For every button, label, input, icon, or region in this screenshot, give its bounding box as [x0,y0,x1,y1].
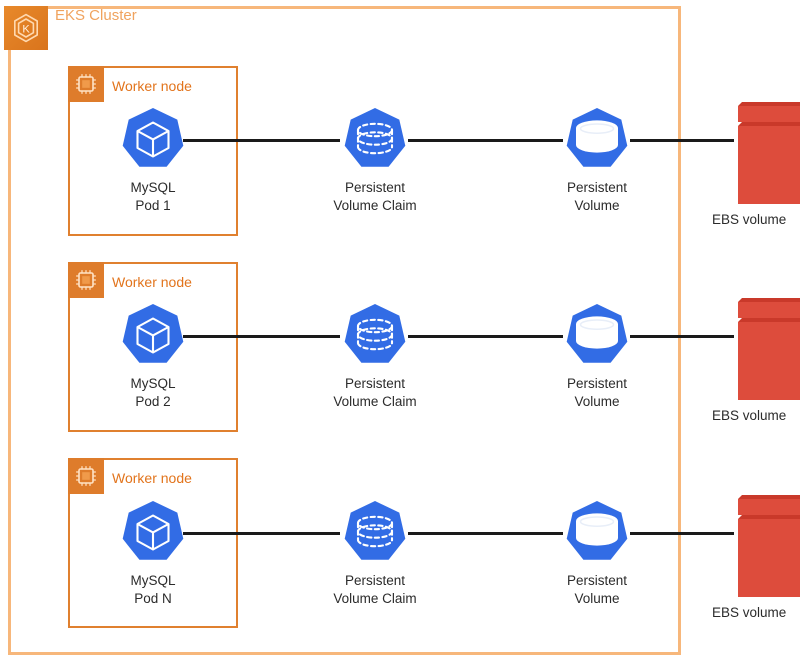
cpu-chip-icon [68,66,104,102]
connector-pod-to-pvc-row-3 [183,532,340,535]
pvc-caption-3: Persistent Volume Claim [333,573,417,606]
kubernetes-pod-cube-icon [103,497,203,572]
pv-caption-2: Persistent Volume [566,376,628,409]
connector-pv-to-ebs-row-3 [630,532,734,535]
ebs-volume-node-2[interactable]: EBS volume [712,296,800,425]
ebs-volume-caption-3: EBS volume [712,605,787,620]
mysql-pod-node-2[interactable]: MySQL Pod 2 [103,300,203,411]
connector-pvc-to-pv-row-2 [408,335,563,338]
mysql-pod-caption-1: MySQL Pod 1 [130,180,176,213]
connector-pod-to-pvc-row-2 [183,335,340,338]
connector-pod-to-pvc-row-1 [183,139,340,142]
ebs-volume-node-1[interactable]: EBS volume [712,100,800,229]
pvc-node-1[interactable]: Persistent Volume Claim [325,104,425,215]
pv-node-3[interactable]: Persistent Volume [547,497,647,608]
persistent-volume-claim-dashed-cylinder-icon [325,497,425,572]
kubernetes-pod-cube-icon [103,300,203,375]
cpu-chip-icon [68,262,104,298]
worker-node-label-1: Worker node [112,78,192,94]
worker-node-label-3: Worker node [112,470,192,486]
mysql-pod-caption-2: MySQL Pod 2 [130,376,176,409]
persistent-volume-cylinder-icon [547,497,647,572]
ebs-volume-caption-2: EBS volume [712,408,787,423]
ebs-volume-icon [712,298,800,412]
kubernetes-pod-cube-icon [103,104,203,179]
cpu-chip-icon [68,458,104,494]
ebs-volume-node-3[interactable]: EBS volume [712,493,800,622]
eks-cluster-label: EKS Cluster [55,7,137,24]
pvc-node-3[interactable]: Persistent Volume Claim [325,497,425,608]
ebs-volume-icon [712,495,800,609]
connector-pv-to-ebs-row-1 [630,139,734,142]
ebs-volume-icon [712,102,800,216]
svg-text:K: K [22,24,30,36]
persistent-volume-cylinder-icon [547,104,647,179]
connector-pvc-to-pv-row-1 [408,139,563,142]
eks-cluster-logo-icon: K [4,6,48,50]
pvc-caption-1: Persistent Volume Claim [333,180,417,213]
pvc-node-2[interactable]: Persistent Volume Claim [325,300,425,411]
pvc-caption-2: Persistent Volume Claim [333,376,417,409]
persistent-volume-claim-dashed-cylinder-icon [325,104,425,179]
pv-node-1[interactable]: Persistent Volume [547,104,647,215]
connector-pvc-to-pv-row-3 [408,532,563,535]
connector-pv-to-ebs-row-2 [630,335,734,338]
pv-node-2[interactable]: Persistent Volume [547,300,647,411]
worker-node-label-2: Worker node [112,274,192,290]
mysql-pod-node-3[interactable]: MySQL Pod N [103,497,203,608]
mysql-pod-node-1[interactable]: MySQL Pod 1 [103,104,203,215]
ebs-volume-caption-1: EBS volume [712,212,787,227]
persistent-volume-cylinder-icon [547,300,647,375]
persistent-volume-claim-dashed-cylinder-icon [325,300,425,375]
pv-caption-3: Persistent Volume [566,573,628,606]
mysql-pod-caption-3: MySQL Pod N [130,573,176,606]
pv-caption-1: Persistent Volume [566,180,628,213]
eks-cluster-boundary [8,6,681,655]
